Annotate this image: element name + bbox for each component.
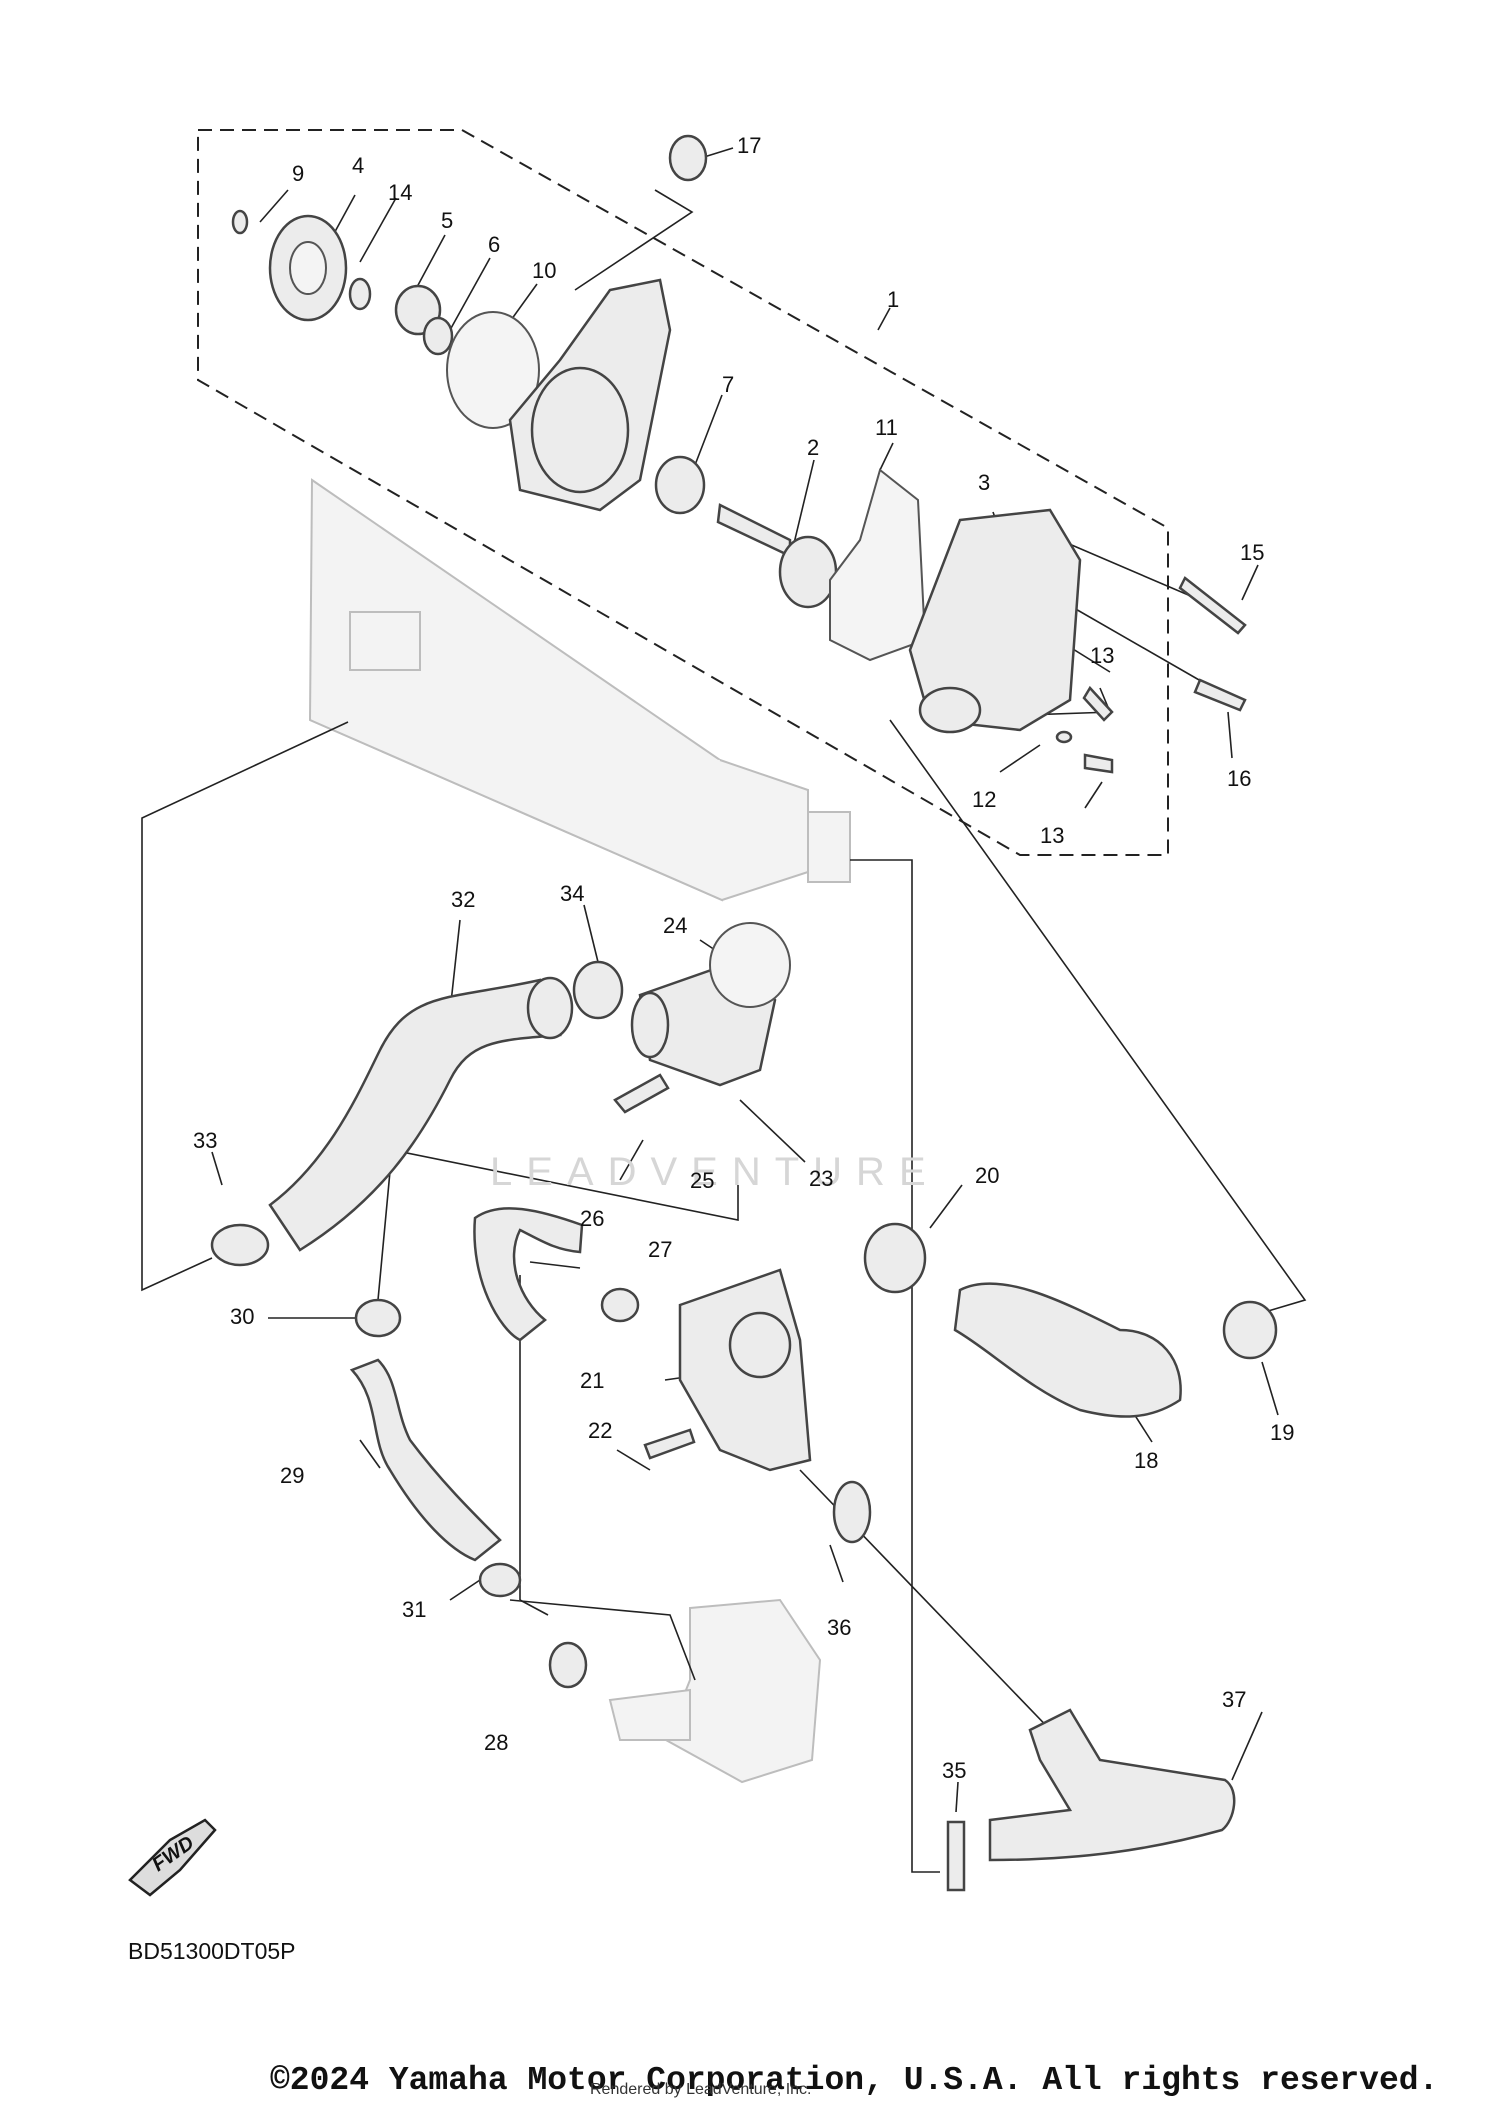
clamp-36 (832, 1480, 872, 1544)
callout-23: 23 (809, 1166, 833, 1191)
callout-4: 4 (352, 153, 364, 178)
callout-19: 19 (1270, 1420, 1294, 1445)
clamp-28 (548, 1641, 588, 1689)
callout-12: 12 (972, 787, 996, 812)
callout-26: 26 (580, 1206, 604, 1231)
gasket-11 (829, 468, 927, 662)
pump-assembly-boundary (197, 129, 1169, 856)
oring-24 (709, 922, 791, 1008)
clamp-33 (210, 1223, 270, 1267)
bolt-16 (1193, 678, 1247, 712)
water-pump-parts (231, 134, 1247, 774)
bolt-25 (613, 1073, 670, 1114)
callout-25: 25 (690, 1168, 714, 1193)
callout-11: 11 (875, 415, 898, 440)
impeller-2 (778, 535, 838, 609)
washer-12 (1055, 730, 1073, 744)
seal-6 (422, 316, 454, 356)
callout-1: 1 (887, 287, 899, 312)
callout-13-lower: 13 (1040, 823, 1064, 848)
callout-2: 2 (807, 435, 819, 460)
callout-22: 22 (588, 1418, 612, 1443)
callout-35: 35 (942, 1758, 966, 1783)
clamp-31 (478, 1562, 522, 1598)
engine-ghost (608, 1598, 822, 1784)
callout-7: 7 (722, 372, 734, 397)
pipe-37 (988, 1708, 1236, 1862)
callout-37: 37 (1222, 1687, 1246, 1712)
callout-34: 34 (560, 881, 584, 906)
callout-14: 14 (388, 180, 412, 205)
callout-33: 33 (193, 1128, 217, 1153)
callout-13-upper: 13 (1090, 643, 1114, 668)
rendered-by-notice: Rendered by LeadVenture, Inc. (590, 2081, 812, 2098)
bolt-13a (1082, 685, 1114, 722)
callout-29: 29 (280, 1463, 304, 1488)
callout-16: 16 (1227, 766, 1251, 791)
hoses-and-fittings (210, 922, 1278, 1892)
watermark: LEADVENTURE (490, 1150, 940, 1194)
clamp-19 (1222, 1300, 1278, 1360)
oring-17 (668, 134, 708, 182)
bolt-15 (1178, 576, 1247, 635)
seal-7 (654, 455, 706, 515)
callout-24: 24 (663, 913, 687, 938)
callout-3: 3 (978, 470, 990, 495)
callouts: 1 2 3 4 5 6 7 9 10 11 12 13 13 14 15 16 … (193, 133, 1294, 1783)
callout-36: 36 (827, 1615, 851, 1640)
hose-18 (953, 1282, 1182, 1418)
circlip-9 (231, 209, 249, 235)
oring-10 (446, 311, 540, 429)
callout-31: 31 (402, 1597, 426, 1622)
callout-5: 5 (441, 208, 453, 233)
clamp-27 (600, 1287, 640, 1323)
callout-17: 17 (737, 133, 761, 158)
callout-10: 10 (532, 258, 556, 283)
callout-30: 30 (230, 1304, 254, 1329)
callout-21: 21 (580, 1368, 604, 1393)
callout-9: 9 (292, 161, 304, 186)
bolt-13b (1083, 753, 1114, 774)
clamp-30 (354, 1298, 402, 1338)
hose-26 (473, 1207, 584, 1342)
pump-cover-3 (908, 508, 1082, 732)
shaft-2 (716, 503, 792, 558)
washer-14 (348, 277, 372, 311)
callout-18: 18 (1134, 1448, 1158, 1473)
callout-20: 20 (975, 1163, 999, 1188)
callout-27: 27 (648, 1237, 672, 1262)
callout-28: 28 (484, 1730, 508, 1755)
bolt-35 (946, 1820, 966, 1892)
radiator-ghost (308, 478, 851, 902)
callout-15: 15 (1240, 540, 1264, 565)
diagram-code: BD51300DT05P (128, 1938, 296, 1964)
clamp-20 (863, 1222, 927, 1294)
bolt-22 (643, 1428, 696, 1460)
clamp-34 (572, 960, 624, 1020)
hose-29 (349, 1358, 502, 1562)
callout-6: 6 (488, 232, 500, 257)
callout-32: 32 (451, 887, 475, 912)
connection-lines (141, 189, 1307, 1873)
copyright-notice: ©2024 Yamaha Motor Corporation, U.S.A. A… (270, 2062, 1439, 2099)
fwd-arrow-icon: FWD (128, 1818, 217, 1897)
